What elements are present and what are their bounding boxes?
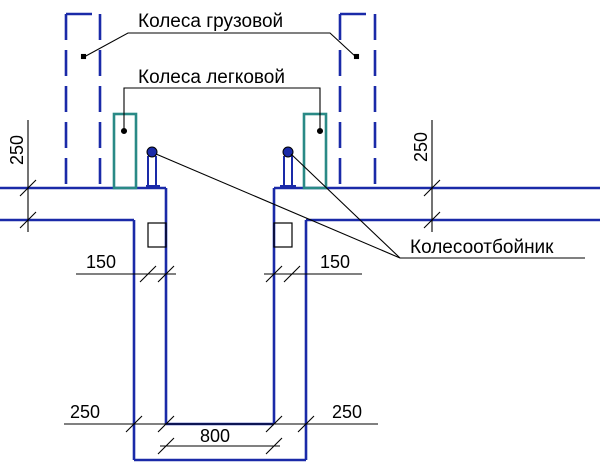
wall-niche-left xyxy=(147,222,167,248)
dim-right-150-text: 150 xyxy=(320,252,350,272)
dim-left-top-250 xyxy=(19,120,37,232)
car-wheels-leader xyxy=(120,87,324,135)
dim-bottom-250s xyxy=(64,415,378,433)
dim-right-150 xyxy=(264,265,362,283)
car-wheel-right xyxy=(302,112,328,190)
dim-bottom-left-250-text: 250 xyxy=(70,402,100,422)
truck-wheels-label: Колеса грузовой xyxy=(138,11,283,32)
dim-left-top-250-text: 250 xyxy=(7,135,27,165)
dim-bottom-800 xyxy=(157,437,283,455)
truck-wheel-left xyxy=(64,12,102,186)
wall-niche-right xyxy=(273,222,293,248)
dim-bottom-right-250-text: 250 xyxy=(332,402,362,422)
wheel-stop-leader xyxy=(155,153,585,259)
dim-left-150 xyxy=(76,265,176,283)
wheel-stop-left xyxy=(146,146,160,188)
dim-right-top-250-text: 250 xyxy=(411,132,431,162)
truck-wheels-leader xyxy=(80,32,360,60)
dim-right-top-250 xyxy=(423,120,441,232)
wheel-stop-label: Колесоотбойник xyxy=(410,237,554,258)
wheel-stop-right xyxy=(280,146,296,188)
dim-left-150-text: 150 xyxy=(86,252,116,272)
truck-wheel-right xyxy=(338,12,377,186)
dim-bottom-800-text: 800 xyxy=(200,426,230,446)
car-wheels-label: Колеса легковой xyxy=(138,67,285,88)
car-wheel-left xyxy=(112,112,138,190)
